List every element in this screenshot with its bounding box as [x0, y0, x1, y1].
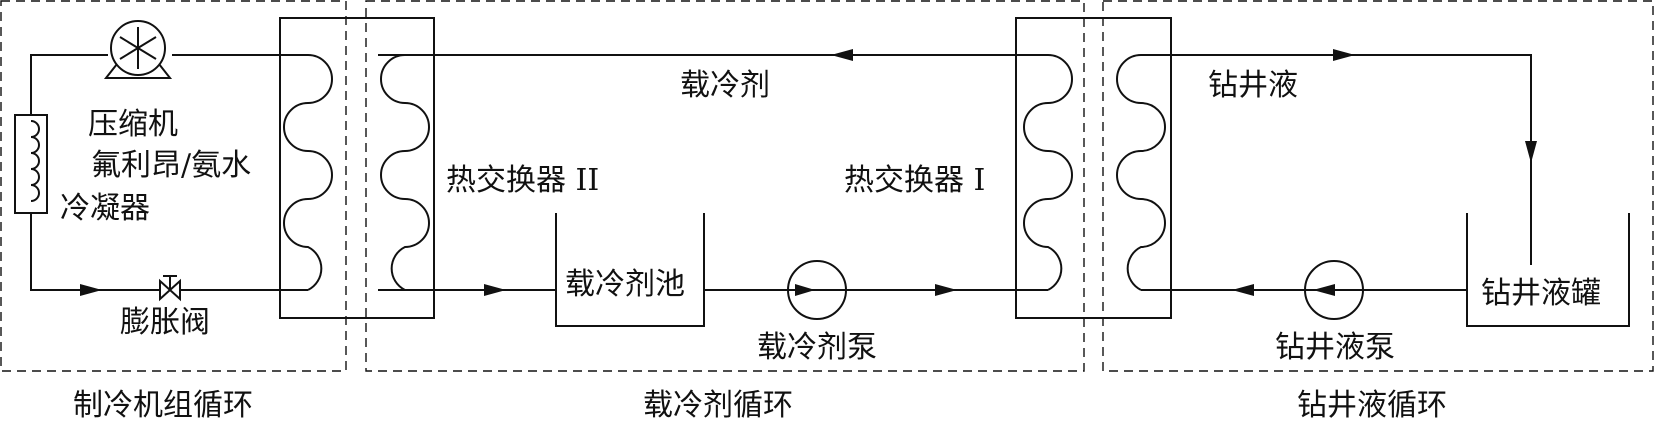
refrigeration-cycle-title: 制冷机组循环	[73, 388, 253, 423]
drilling-fluid-return-arrow	[1232, 284, 1254, 296]
coolant-top-arrow	[831, 49, 853, 61]
drilling-fluid-top-arrow	[1333, 49, 1355, 61]
condenser-icon	[14, 114, 48, 214]
refrigerant-pipe-top	[30, 54, 108, 115]
coolant-cycle-boundary	[365, 0, 1085, 372]
drilling-fluid-down-arrow	[1525, 141, 1537, 163]
compressor-icon	[103, 20, 173, 79]
coolant-to-tank-arrow	[484, 284, 506, 296]
heat-exchanger-1-label: 热交换器 I	[844, 163, 985, 198]
refrigerant-flow-arrow	[80, 284, 102, 296]
expansion-valve-icon	[159, 275, 181, 302]
refrigeration-cycle-boundary	[0, 0, 347, 372]
condenser-label: 冷凝器	[60, 191, 150, 226]
coolant-tank-label: 载冷剂池	[565, 267, 685, 302]
coolant-pump-icon	[787, 260, 1048, 320]
drilling-fluid-cycle-title: 钻井液循环	[1297, 388, 1447, 423]
coolant-to-hx1-arrow	[935, 284, 957, 296]
heat-exchanger-2-box	[279, 17, 435, 319]
hx1-right-coil	[1116, 54, 1166, 291]
hx1-left-coil	[1023, 54, 1073, 291]
expansion-valve-label: 膨胀阀	[120, 305, 210, 340]
coolant-cycle-title: 载冷剂循环	[643, 388, 793, 423]
refrigerant-label: 氟利昂/氨水	[91, 148, 251, 183]
heat-exchanger-1-box	[1015, 17, 1172, 319]
refrigerant-pipe-left-bottom	[30, 213, 160, 291]
drilling-fluid-pump-label: 钻井液泵	[1275, 330, 1395, 365]
heat-exchanger-2-label: 热交换器 II	[446, 163, 599, 198]
drilling-fluid-pipe-top	[1141, 54, 1532, 265]
coolant-tank-icon	[555, 213, 705, 327]
drilling-fluid-top-label: 钻井液	[1208, 68, 1298, 103]
drilling-fluid-tank-label: 钻井液罐	[1481, 276, 1601, 311]
coolant-pump-label: 载冷剂泵	[757, 330, 877, 365]
drilling-fluid-pump-icon	[1304, 260, 1364, 320]
hx2-right-coil	[380, 54, 430, 291]
compressor-label: 压缩机	[88, 107, 178, 142]
hx2-left-coil	[283, 54, 333, 291]
coolant-top-label: 载冷剂	[680, 68, 770, 103]
drilling-fluid-cycle-boundary	[1102, 0, 1654, 372]
drilling-fluid-tank-icon	[1466, 213, 1630, 327]
